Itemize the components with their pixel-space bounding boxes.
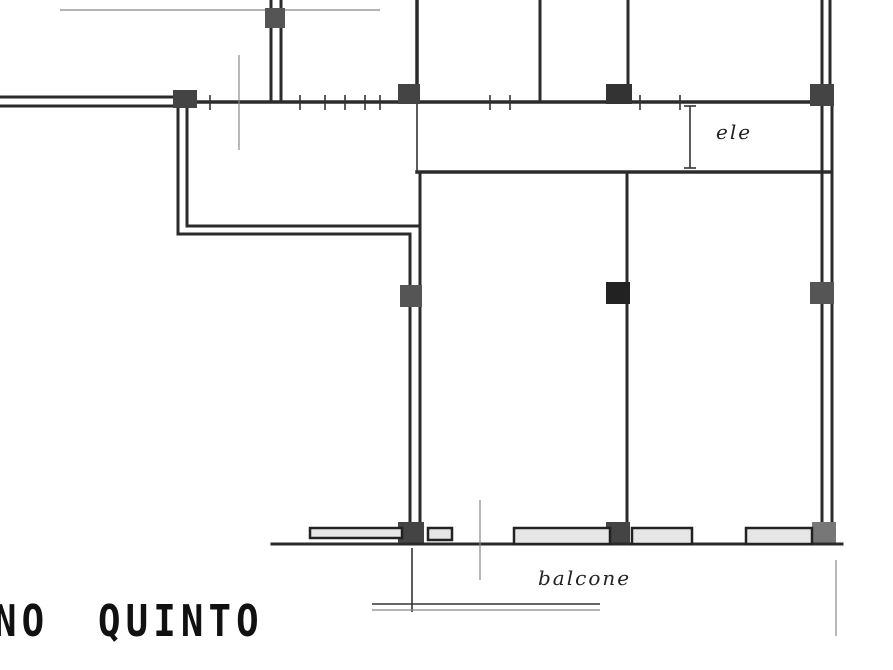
window-panels [308, 526, 814, 546]
floor-title-fragment: NO [0, 596, 50, 647]
balcony-label: balcone [538, 566, 632, 590]
wall-left-corridor [0, 95, 187, 108]
wall-landing [176, 100, 420, 236]
elevator-label: ele [716, 120, 753, 144]
wall-room-left [408, 170, 422, 537]
columns [173, 8, 836, 544]
floor-title: QUINTO [98, 596, 264, 647]
wall-right-exterior [820, 100, 834, 537]
balcony-dimensions [372, 500, 837, 636]
wall-ticks [209, 95, 681, 110]
